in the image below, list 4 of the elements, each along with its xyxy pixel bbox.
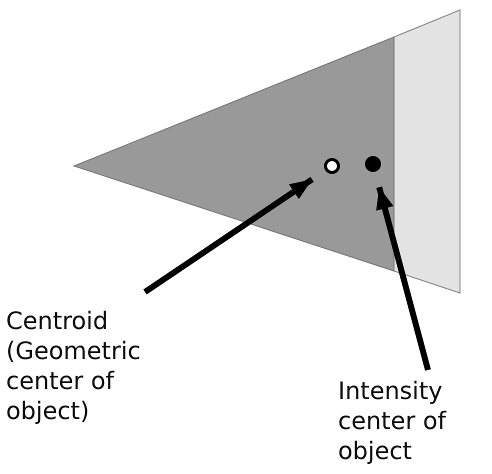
intensity-center-label: Intensity center of object — [338, 376, 448, 466]
arrow — [376, 186, 431, 371]
centroid-label: Centroid (Geometric center of object) — [6, 306, 142, 426]
arrow — [143, 176, 314, 294]
